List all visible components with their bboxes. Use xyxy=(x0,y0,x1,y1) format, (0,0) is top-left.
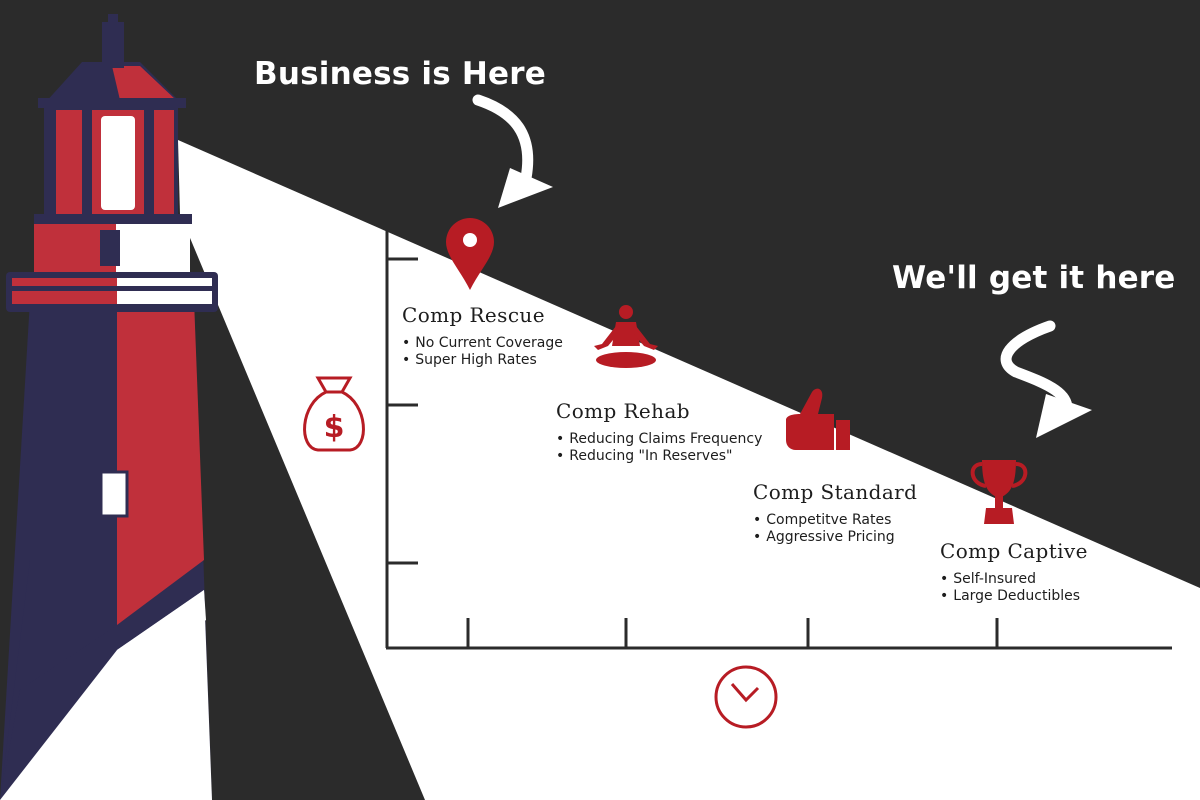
meditation-icon xyxy=(594,305,658,368)
stage-comp-captive: Comp Captive Self-Insured Large Deductib… xyxy=(940,539,1088,605)
stage-bullet: Reducing Claims Frequency xyxy=(556,431,762,448)
stage-bullets: No Current Coverage Super High Rates xyxy=(402,335,563,369)
stage-title: Comp Rehab xyxy=(556,399,690,423)
stage-comp-rescue: Comp Rescue No Current Coverage Super Hi… xyxy=(402,303,563,369)
arrow-to-start-icon xyxy=(472,94,534,184)
stage-bullets: Competitve Rates Aggressive Pricing xyxy=(753,512,917,546)
stage-bullet: Large Deductibles xyxy=(940,588,1088,605)
stage-bullets: Reducing Claims Frequency Reducing "In R… xyxy=(556,431,762,465)
headline-end: We'll get it here xyxy=(892,260,1176,296)
chart-axes xyxy=(385,226,1172,650)
stage-bullet: Reducing "In Reserves" xyxy=(556,448,762,465)
trophy-icon xyxy=(970,460,1028,524)
stage-bullet: Self-Insured xyxy=(940,571,1088,588)
stage-title: Comp Rescue xyxy=(402,303,545,327)
money-bag-icon: $ xyxy=(303,376,365,452)
headline-start: Business is Here xyxy=(254,56,546,92)
thumbs-up-icon xyxy=(786,388,850,450)
stage-bullet: No Current Coverage xyxy=(402,335,563,352)
stage-title: Comp Captive xyxy=(940,539,1088,563)
stage-title: Comp Standard xyxy=(753,480,918,504)
stage-bullet: Super High Rates xyxy=(402,352,563,369)
lighthouse-window xyxy=(99,470,129,518)
stage-comp-standard: Comp Standard Competitve Rates Aggressiv… xyxy=(753,480,917,546)
stage-bullet: Competitve Rates xyxy=(753,512,917,529)
clock-icon xyxy=(714,665,778,729)
stage-bullets: Self-Insured Large Deductibles xyxy=(940,571,1088,605)
location-pin-icon xyxy=(446,218,494,290)
stage-bullet: Aggressive Pricing xyxy=(753,529,917,546)
arrow-to-end-icon xyxy=(1000,320,1073,420)
light-beam xyxy=(178,140,1200,800)
lighthouse-illustration xyxy=(0,14,218,800)
svg-text:$: $ xyxy=(324,410,345,445)
stage-comp-rehab: Comp Rehab Reducing Claims Frequency Red… xyxy=(556,399,762,465)
